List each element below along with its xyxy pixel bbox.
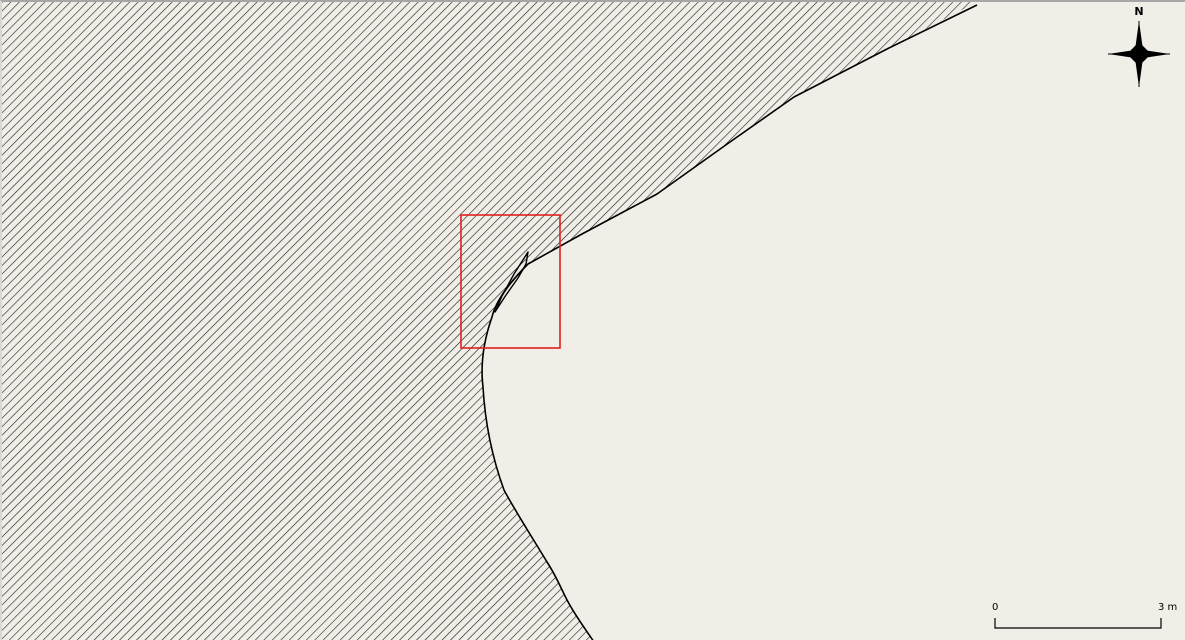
scale-bar: 0 3 m [990,602,1180,634]
scale-end-label: 3 m [1158,602,1178,613]
north-arrow: N [1106,6,1172,88]
spit-feature [494,251,529,313]
inset-extent-box[interactable] [460,214,561,349]
scale-line [994,618,1162,629]
north-label: N [1134,5,1144,18]
hatched-area [2,2,977,640]
scale-start-label: 0 [992,602,999,613]
compass-star-icon [1108,21,1170,87]
